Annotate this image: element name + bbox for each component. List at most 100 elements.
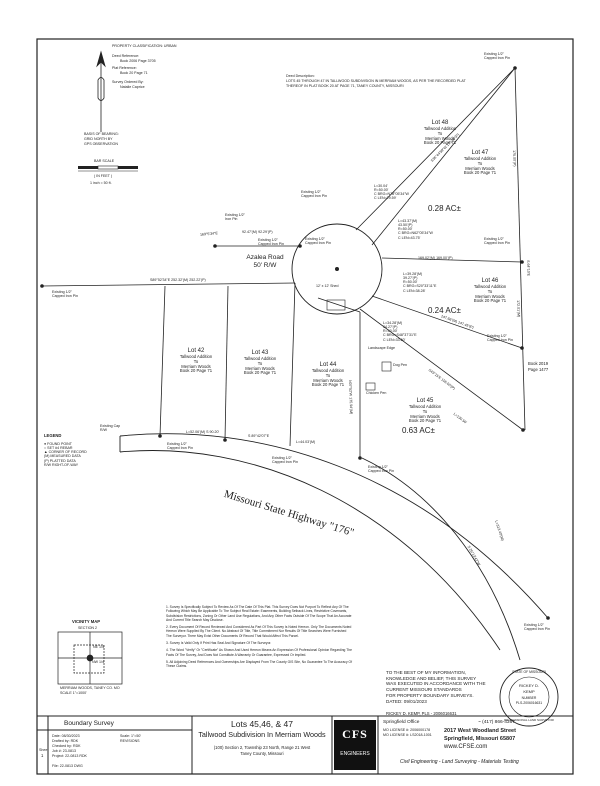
callout-existing-2: Existing 1/2"Capped Iron Pin — [301, 190, 327, 199]
street-name: Azalea Road — [246, 254, 284, 261]
vicinity-section: SECTION 2 — [78, 626, 97, 630]
survey-notes: 1. Survey Is Specifically Subject To Rev… — [166, 605, 352, 668]
deed-reference-label: Deed Reference: — [112, 54, 140, 58]
dim-bottom-a: L=52.06'(M) S 90.20' — [186, 430, 220, 434]
certification: TO THE BEST OF MY INFORMATION, KNOWLEDGE… — [386, 670, 486, 704]
seal-ring-bottom: PROFESSIONAL LAND SURVEYOR — [504, 718, 554, 722]
vicinity-map — [57, 631, 123, 685]
chicken-pen-outline — [365, 382, 376, 391]
plat-reference-value: Book 20 Page 71 — [120, 71, 148, 75]
callout-existing-3: Existing 1/2"Capped Iron Pin — [258, 238, 284, 247]
property-classification: PROPERTY CLASSIFICATION: URBAN — [112, 44, 177, 48]
tb-legal: (100) Section 2, Township 23 North, Rang… — [213, 745, 311, 750]
seal-number: NUMBER — [521, 696, 537, 700]
tb-lic-1: MO LICENSE #: 2006000178 — [383, 728, 431, 732]
dim-right-mid: 169.02'(M) 169.00'(P) — [418, 256, 453, 260]
callout-existing-iron: Existing 1/2"Iron Pin — [225, 213, 245, 222]
note-5: 5. All Adjoining Deed References And Own… — [166, 659, 353, 669]
callout-existing-10: Existing 1/2"Capped Iron Pin — [487, 334, 513, 343]
vicinity-nw: NW 1/4 — [92, 660, 104, 664]
seal-name-1: RICKEY D. — [519, 683, 539, 688]
tb-lots-title: Lots 45,46, & 47 — [231, 719, 293, 729]
shed-outline — [326, 299, 346, 311]
callout-existing-1: Existing 1/2"Capped Iron Pin — [484, 52, 510, 61]
project-type: Boundary Survey — [64, 720, 114, 727]
deed-reference-value: Book 2006 Page 3705 — [120, 59, 156, 63]
tb-tagline: Civil Engineering - Land Surveying - Mat… — [400, 759, 519, 765]
tb-field-4: Job #: 23-0813 — [52, 749, 76, 753]
callout-dog-pen: Dog Pen — [393, 363, 407, 367]
dim-right-edge-c: 172.01'(M) — [516, 300, 521, 318]
basis-of-bearing-2: GRID NORTH BY — [84, 137, 113, 141]
tb-website[interactable]: www.CFSE.com — [444, 744, 488, 750]
vicinity-ne: NE 1/4 — [93, 645, 104, 649]
note-2: 2. Every Document Of Record Reviewed And… — [166, 625, 352, 638]
vicinity-title: VICINITY MAP — [72, 619, 101, 624]
tb-address: 2017 West Woodland Street — [444, 728, 516, 734]
survey-ordered-label: Survey Ordered By: — [112, 80, 144, 84]
cfs-logo-text: CFS — [342, 727, 368, 741]
cfs-logo-box — [334, 720, 376, 770]
note-3: 3. Survey Is Valid Only If Print Has Sea… — [166, 640, 272, 645]
callout-existing-8: Existing 1/2"Capped Iron Pin — [368, 465, 394, 474]
scale-in-feet: ( IN FEET ) — [94, 174, 113, 178]
lot-46-area: 0.24 AC± — [428, 306, 461, 315]
dog-pen-outline — [381, 361, 392, 372]
legend-item: ● FOUND POINT — [44, 442, 72, 446]
dim-left-line: S89°52'34"E 252.32'(M) 252.22'(P) — [150, 278, 206, 282]
tb-lic-2: MO LICENSE #: LS2018-1001 — [383, 733, 432, 737]
dim-bottom-b: S 89°42'07"E — [248, 434, 270, 438]
tb-field-1: Date: 08/30/2023 — [52, 734, 80, 738]
legend-item: (M) MEASURED DATA — [44, 454, 81, 459]
plat-reference-label: Plat Reference: — [112, 66, 137, 70]
dim-top-left-dist: 92.47'(M) 92.29'(P) — [242, 230, 273, 234]
lot-lines — [159, 67, 526, 458]
curve-1: L=43.37'(M)43.50'(P)R=50.00'C BRG=N62°05… — [398, 219, 433, 240]
legend-item: ▲ CORNER OF RECORD — [44, 450, 87, 455]
lot-47-area: 0.28 AC± — [428, 204, 461, 213]
callout-chicken-pen: Chicken Pen — [366, 391, 387, 395]
callout-existing-9: Existing 1/2"Capped Iron Pin — [484, 237, 510, 246]
dim-right-edge-a: 175.00'(P) — [512, 150, 517, 167]
surveyor-seal — [499, 667, 559, 727]
callout-existing-7: Existing 1/2"Capped Iron Pin — [272, 456, 298, 465]
callout-existing-4: Existing 1/2"Capped Iron Pin — [305, 237, 331, 246]
dim-bottom-c: L=44.03'(M) — [296, 440, 316, 444]
tb-city: Springfield, Missouri 65807 — [444, 736, 516, 742]
cfs-logo-sub: ENGINEERS — [340, 751, 370, 757]
basis-of-bearing-1: BASIS OF BEARING: — [84, 132, 119, 136]
road-lines — [41, 245, 300, 287]
tb-field-2: Drafted by: RDK — [52, 739, 79, 743]
tb-subdivision: Tallwood Subdivision In Merriam Woods — [198, 730, 326, 739]
legend-item: ○ SET #4 REBAR — [44, 446, 73, 451]
callout-landscape-edge: Landscape Edge — [368, 346, 395, 350]
tb-file: File: 22-0813 DWG — [52, 764, 83, 768]
tb-county: Taney County, Missouri — [240, 751, 284, 756]
bar-scale — [78, 165, 138, 172]
title-block-frame — [36, 715, 574, 775]
cul-de-sac — [291, 223, 383, 315]
legend-item: R/W RIGHT-OF-WAY — [44, 462, 79, 467]
tb-field-5: Project: 22-0813 RDK — [52, 754, 87, 758]
tb-phone: ~ (417) 866-4367 — [478, 720, 515, 725]
callout-existing-6: Existing 1/2"Capped Iron Pin — [167, 442, 193, 451]
deed-description-line1: LOTS 45 THROUGH 47 IN TALLWOOD SUBDIVISI… — [286, 79, 466, 83]
seal-ring-top: STATE OF MISSOURI — [512, 670, 546, 674]
curve-2: L=39.28'(M)39.27'(P)R=50.00'C BRG=S20°33… — [403, 272, 437, 293]
north-arrow — [96, 50, 106, 132]
seal-number-val: PLS-2006016631 — [515, 701, 543, 705]
deed-description-title: Deed Description: — [286, 74, 315, 78]
seal-name-2: KEMP — [523, 689, 535, 694]
callout-existing-5: Existing 1/2"Capped Iron Pin — [52, 290, 78, 299]
vicinity-caption-1: MERRIAM WOODS, TANEY CO. MO — [60, 686, 120, 690]
tb-office: Springfield Office — [383, 720, 420, 725]
note-4: 4. The Word "Verify" Or "Certificate" As… — [166, 648, 352, 657]
